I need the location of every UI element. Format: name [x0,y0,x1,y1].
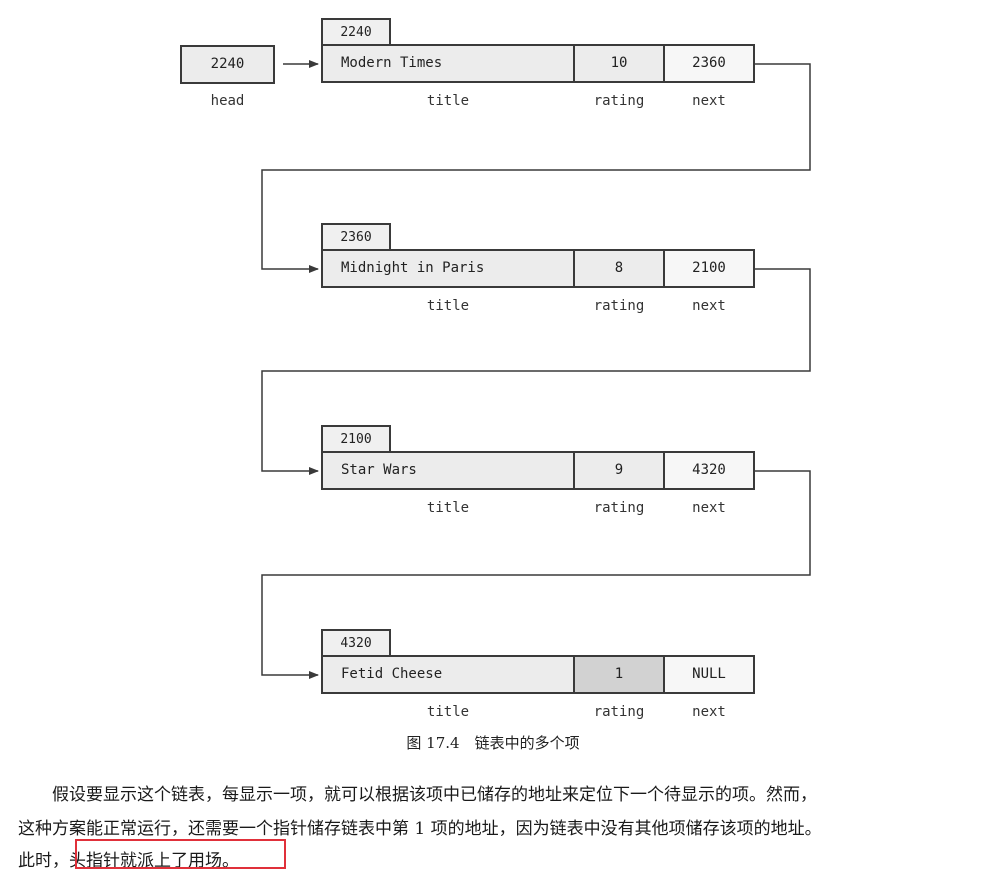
node-next-field: 2100 [663,249,755,288]
node-next-field: 2360 [663,44,755,83]
title-label: title [426,298,470,314]
paragraph-prefix: 此时， [18,851,69,871]
rating-label: rating [593,500,645,516]
next-label: next [692,298,726,314]
next-label: next [692,500,726,516]
paragraph-line: 假设要显示这个链表，每显示一项，就可以根据该项中已储存的地址来定位下一个待显示的… [18,785,817,805]
highlight-box [75,839,286,869]
node-rating-field: 10 [573,44,665,83]
head-label: head [210,93,245,109]
node-address: 4320 [321,629,391,656]
paragraph-line: 此时，头指针就派上了用场。 [18,846,978,871]
title-label: title [426,704,470,720]
node-title-field: Midnight in Paris [321,249,575,288]
highlighted-phrase: 头指针就派上了用场。 [69,851,239,871]
link-arrow-2 [261,268,811,475]
next-label: next [692,704,726,720]
node-address: 2240 [321,18,391,45]
link-arrow-1 [261,63,811,273]
node-rating-field: 8 [573,249,665,288]
rating-label: rating [593,93,645,109]
node-next-field: 4320 [663,451,755,490]
node-title-field: Modern Times [321,44,575,83]
rating-label: rating [593,704,645,720]
node-title-field: Star Wars [321,451,575,490]
figure-caption: 图 17.4 链表中的多个项 [406,734,580,752]
head-pointer-value: 2240 [210,56,245,72]
next-label: next [692,93,726,109]
title-label: title [426,500,470,516]
head-pointer-box: 2240 [180,45,275,84]
title-label: title [426,93,470,109]
node-rating-field: 1 [573,655,665,694]
node-address: 2100 [321,425,391,452]
paragraph-line: 这种方案能正常运行，还需要一个指针储存链表中第 1 项的地址，因为链表中没有其他… [18,819,822,839]
node-address: 2360 [321,223,391,250]
node-title-field: Fetid Cheese [321,655,575,694]
rating-label: rating [593,298,645,314]
node-next-field: NULL [663,655,755,694]
link-arrow-3 [261,470,811,679]
node-rating-field: 9 [573,451,665,490]
